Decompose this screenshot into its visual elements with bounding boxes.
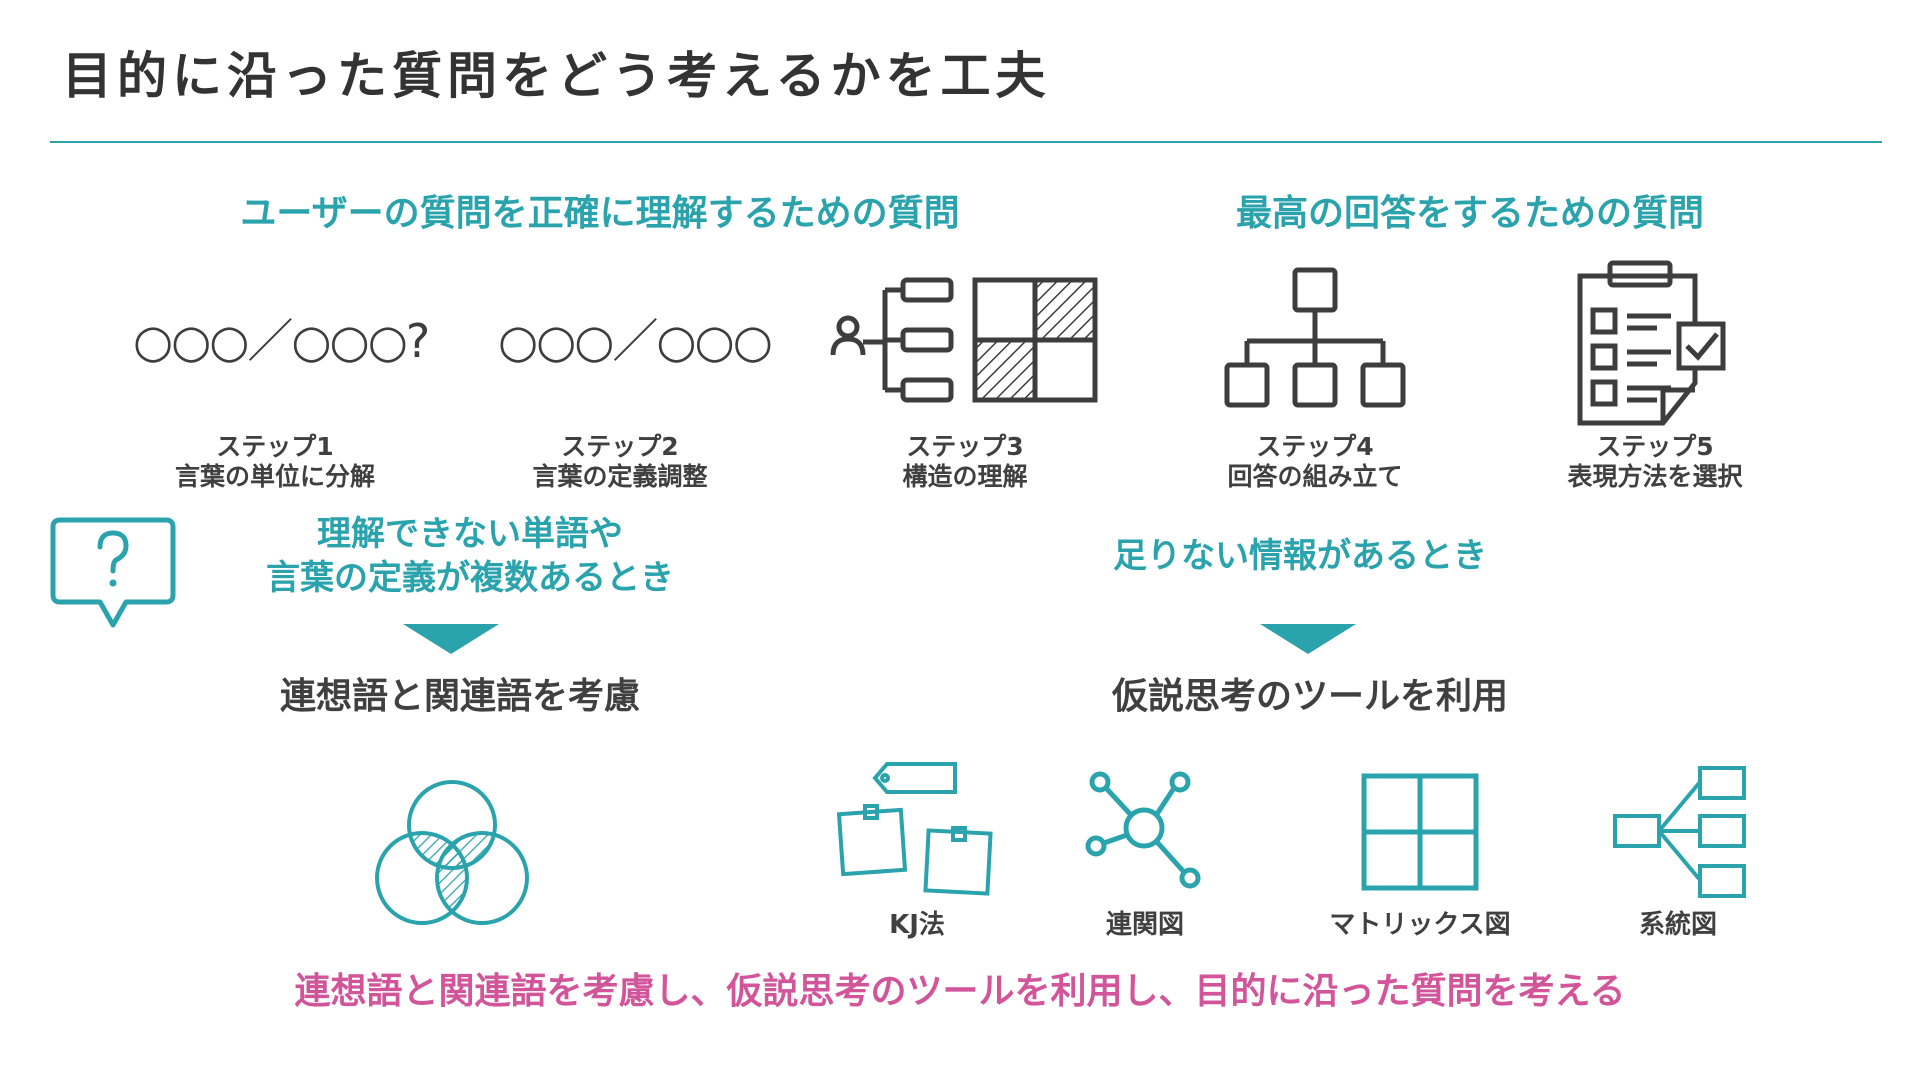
step-1-label: ステップ1 言葉の単位に分解 bbox=[125, 432, 425, 492]
step-1-text: 言葉の単位に分解 bbox=[174, 462, 375, 491]
step-4-number: ステップ4 bbox=[1256, 432, 1374, 461]
step-3-number: ステップ3 bbox=[906, 432, 1024, 461]
words-question-icon: ○○○／○○○? bbox=[133, 314, 430, 368]
left-condition: 理解できない単語や 言葉の定義が複数あるとき bbox=[230, 512, 710, 600]
network-icon bbox=[1085, 771, 1201, 889]
org-tree-icon bbox=[1224, 267, 1406, 408]
left-condition-line2: 言葉の定義が複数あるとき bbox=[266, 558, 674, 598]
left-action: 連想語と関連語を考慮 bbox=[279, 676, 640, 717]
step-2-text: 言葉の定義調整 bbox=[532, 462, 708, 491]
tool-label-network: 連関図 bbox=[1105, 910, 1184, 940]
step-1-number: ステップ1 bbox=[216, 432, 334, 461]
question-bubble-icon bbox=[50, 517, 176, 628]
step-3-text: 構造の理解 bbox=[902, 462, 1028, 491]
step-5-number: ステップ5 bbox=[1596, 432, 1714, 461]
step-4-label: ステップ4 回答の組み立て bbox=[1165, 432, 1465, 492]
down-arrow-left-icon bbox=[403, 624, 499, 654]
structure-matrix-icon bbox=[830, 277, 1098, 403]
tree-diagram-icon bbox=[1613, 766, 1746, 898]
tool-label-matrix: マトリックス図 bbox=[1329, 910, 1511, 940]
checklist-icon bbox=[1577, 260, 1726, 426]
down-arrow-right-icon bbox=[1260, 624, 1356, 654]
right-action: 仮説思考のツールを利用 bbox=[1111, 676, 1508, 717]
step-3-label: ステップ3 構造の理解 bbox=[815, 432, 1115, 492]
sticky-notes-icon bbox=[836, 762, 993, 896]
tool-label-kj: KJ法 bbox=[889, 910, 945, 940]
matrix-icon bbox=[1361, 773, 1479, 891]
title-divider bbox=[50, 141, 1882, 143]
step-2-number: ステップ2 bbox=[561, 432, 679, 461]
words-split-icon: ○○○／○○○ bbox=[498, 314, 773, 368]
step-5-text: 表現方法を選択 bbox=[1567, 462, 1743, 491]
conclusion-text: 連想語と関連語を考慮し、仮説思考のツールを利用し、目的に沿った質問を考える bbox=[294, 971, 1626, 1012]
right-condition: 足りない情報があるとき bbox=[1113, 536, 1487, 576]
venn-diagram-icon bbox=[375, 780, 529, 925]
step-4-text: 回答の組み立て bbox=[1227, 462, 1403, 491]
step-5-label: ステップ5 表現方法を選択 bbox=[1505, 432, 1805, 492]
left-section-heading: ユーザーの質問を正確に理解するための質問 bbox=[240, 193, 960, 234]
step-2-label: ステップ2 言葉の定義調整 bbox=[470, 432, 770, 492]
page-title: 目的に沿った質問をどう考えるかを工夫 bbox=[62, 47, 1051, 105]
left-condition-line1: 理解できない単語や bbox=[317, 514, 623, 554]
right-section-heading: 最高の回答をするための質問 bbox=[1235, 193, 1704, 234]
tool-label-tree: 系統図 bbox=[1638, 910, 1717, 940]
